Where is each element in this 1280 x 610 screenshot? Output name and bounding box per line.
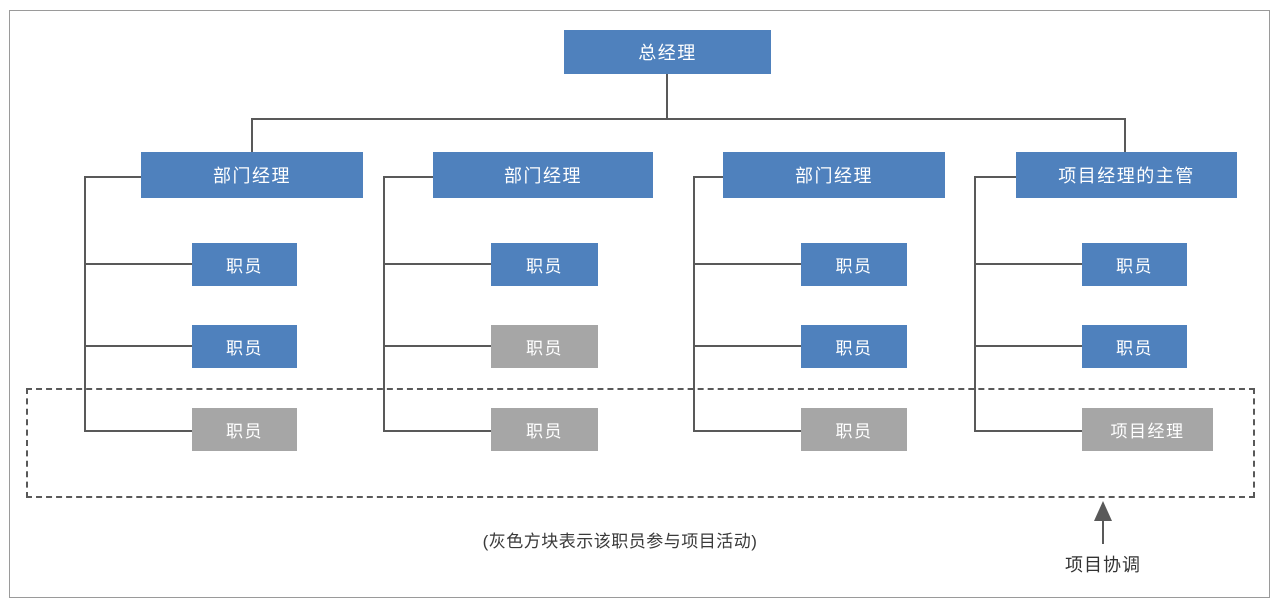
org-box-staff-4-2: 职员	[1082, 325, 1187, 368]
org-box-staff-1-2: 职员	[192, 325, 297, 368]
org-box-staff-3-1: 职员	[801, 243, 907, 286]
connector-col4-manager	[974, 176, 1016, 178]
project-coordination-dashed-boundary	[26, 388, 1255, 498]
connector-trunk-col2	[383, 176, 385, 432]
org-box-staff-2-3: 职员	[491, 408, 598, 451]
org-box-staff-3-3: 职员	[801, 408, 907, 451]
org-box-project-manager: 项目经理	[1082, 408, 1213, 451]
connector-top-horizontal	[251, 118, 1126, 120]
org-box-staff-3-2: 职员	[801, 325, 907, 368]
connector-col2-staff3	[383, 430, 491, 432]
connector-col2-manager	[383, 176, 433, 178]
org-box-general-manager: 总经理	[564, 30, 771, 74]
connector-drop-left	[251, 118, 253, 154]
connector-drop-right	[1124, 118, 1126, 154]
connector-trunk-col4	[974, 176, 976, 432]
connector-col1-staff2	[84, 345, 192, 347]
connector-col3-staff1	[693, 263, 801, 265]
gray-box-legend-caption: (灰色方块表示该职员参与项目活动)	[482, 532, 758, 551]
coordination-arrow-icon	[1094, 501, 1112, 521]
org-box-dept-manager-1: 部门经理	[141, 152, 363, 198]
connector-trunk-col1	[84, 176, 86, 432]
org-box-staff-1-1: 职员	[192, 243, 297, 286]
org-box-staff-2-1: 职员	[491, 243, 598, 286]
connector-trunk-col3	[693, 176, 695, 432]
org-box-dept-manager-3: 部门经理	[723, 152, 945, 198]
connector-col1-staff1	[84, 263, 192, 265]
org-box-staff-2-2: 职员	[491, 325, 598, 368]
org-box-pm-supervisor: 项目经理的主管	[1016, 152, 1237, 198]
org-box-staff-1-3: 职员	[192, 408, 297, 451]
connector-col2-staff2	[383, 345, 491, 347]
connector-col3-staff2	[693, 345, 801, 347]
coordination-arrow-shaft	[1102, 521, 1104, 544]
org-box-dept-manager-2: 部门经理	[433, 152, 653, 198]
connector-root-stub	[666, 74, 668, 119]
connector-col1-manager	[84, 176, 141, 178]
connector-col1-staff3	[84, 430, 192, 432]
connector-col4-staff2	[974, 345, 1082, 347]
org-box-staff-4-1: 职员	[1082, 243, 1187, 286]
connector-col4-pm	[974, 430, 1082, 432]
coordination-label: 项目协调	[1065, 555, 1141, 575]
connector-col3-staff3	[693, 430, 801, 432]
connector-col2-staff1	[383, 263, 491, 265]
connector-col3-manager	[693, 176, 723, 178]
connector-col4-staff1	[974, 263, 1082, 265]
diagram-border-frame	[9, 10, 1270, 598]
